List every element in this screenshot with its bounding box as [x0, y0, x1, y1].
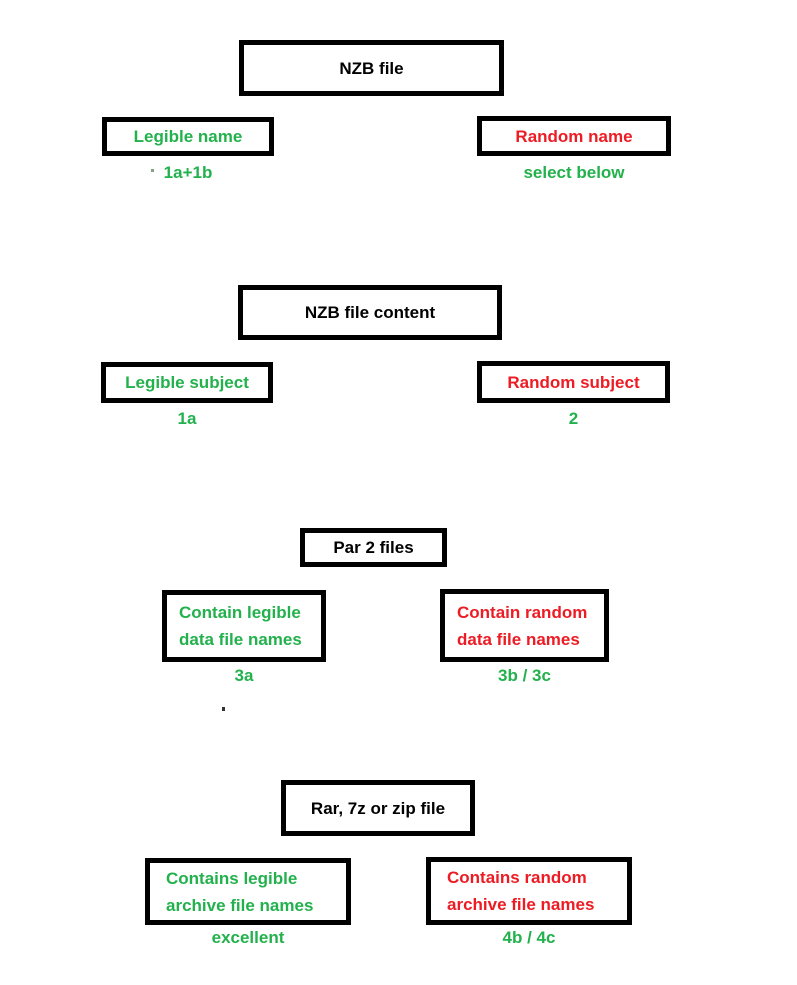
legible-name-caption: 1a+1b: [163, 163, 213, 182]
par2-random-node: Contain random data file names: [440, 589, 609, 662]
par2-files-title-node: Par 2 files: [300, 528, 447, 567]
archive-random-node: Contains random archive file names: [426, 857, 632, 925]
random-subject-caption: 2: [568, 409, 579, 428]
archive-legible-node: Contains legible archive file names: [145, 858, 351, 925]
par2-legible-caption: 3a: [234, 666, 254, 685]
archive-file-title-node: Rar, 7z or zip file: [281, 780, 475, 836]
archive-random-label: Contains random archive file names: [447, 868, 595, 914]
random-name-caption: select below: [523, 163, 625, 182]
par2-legible-label: Contain legible data file names: [179, 603, 302, 649]
archive-legible-caption: excellent: [211, 928, 285, 947]
random-name-node: Random name: [477, 116, 671, 156]
stray-dot-mark: [222, 707, 225, 711]
random-name-label: Random name: [515, 126, 633, 146]
par2-random-label: Contain random data file names: [457, 602, 588, 649]
random-subject-label: Random subject: [507, 372, 640, 392]
stray-dot-mark: [151, 169, 154, 172]
par2-files-title-label: Par 2 files: [333, 538, 414, 557]
nzb-file-title-node: NZB file: [239, 40, 504, 96]
legible-name-node: Legible name: [102, 117, 274, 156]
legible-name-label: Legible name: [133, 127, 243, 146]
par2-random-caption: 3b / 3c: [498, 666, 551, 685]
nzb-file-title-label: NZB file: [339, 58, 404, 78]
legible-subject-node: Legible subject: [101, 362, 273, 403]
archive-legible-label: Contains legible archive file names: [166, 868, 314, 915]
random-subject-node: Random subject: [477, 361, 670, 403]
archive-random-caption: 4b / 4c: [502, 928, 556, 947]
legible-subject-label: Legible subject: [125, 373, 249, 392]
nzb-file-content-title-node: NZB file content: [238, 285, 502, 340]
nzb-file-content-title-label: NZB file content: [304, 303, 436, 322]
par2-legible-node: Contain legible data file names: [162, 590, 326, 662]
legible-subject-caption: 1a: [177, 409, 197, 428]
archive-file-title-label: Rar, 7z or zip file: [310, 798, 446, 818]
